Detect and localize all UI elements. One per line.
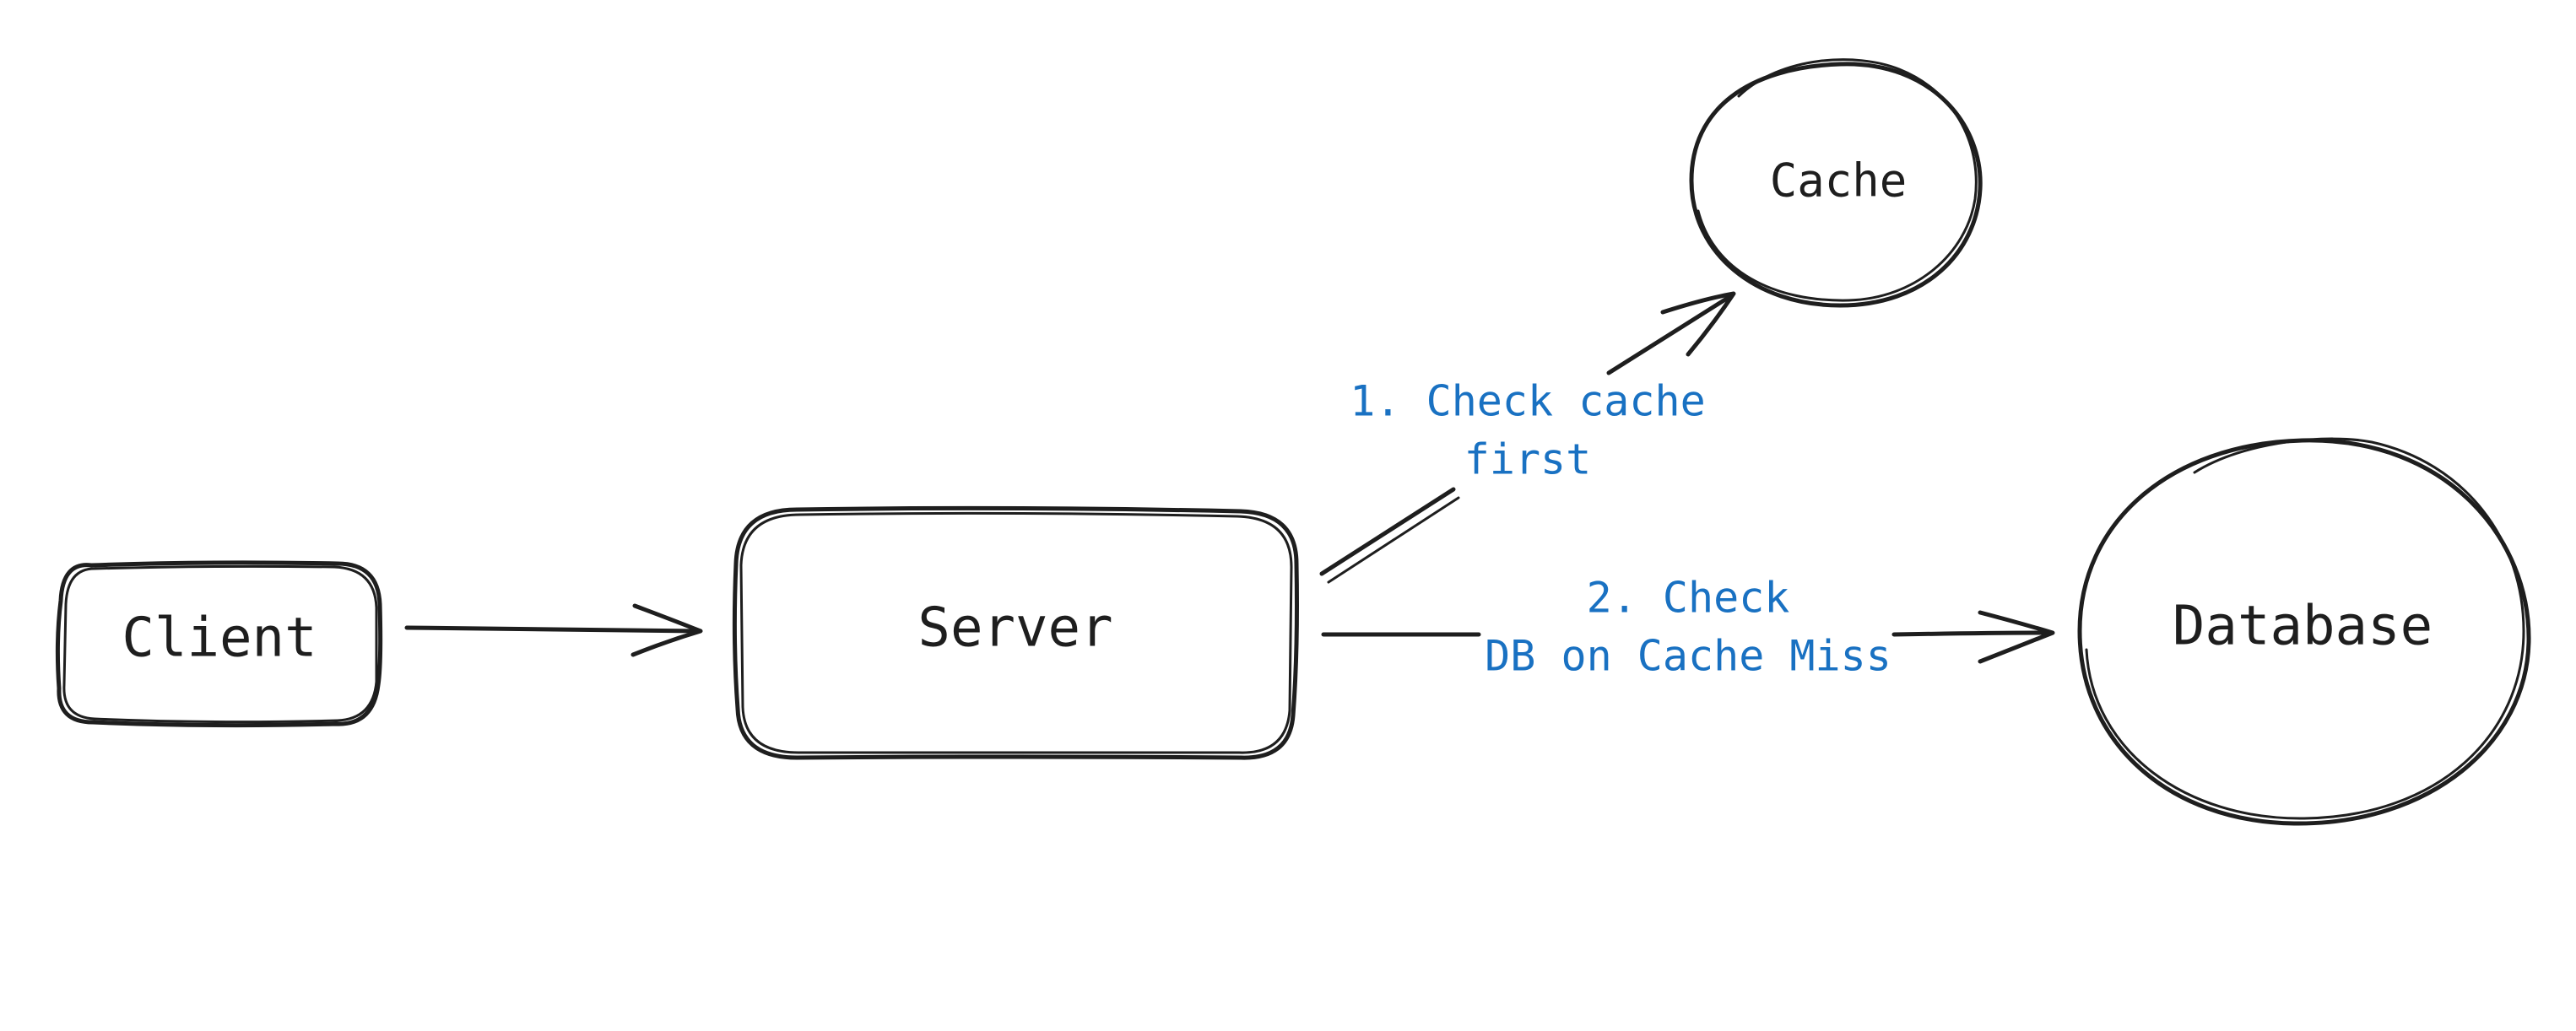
database-node[interactable]: Database	[2077, 437, 2531, 826]
client-box	[55, 560, 383, 728]
edge-server-database-label-line1: 2. Check	[1587, 574, 1790, 623]
edge-server-cache-arrowhead	[1660, 291, 1736, 357]
cache-ellipse	[1689, 62, 1983, 308]
database-label: Database	[2173, 596, 2433, 658]
server-label: Server	[917, 597, 1112, 660]
edge-server-cache[interactable]: 1. Check cache first	[1319, 291, 1736, 584]
edge-server-database-label-line2: DB on Cache Miss	[1485, 632, 1891, 681]
cache-ellipse-sketch	[1697, 58, 1978, 302]
edge-server-database-line-right	[1891, 630, 2054, 637]
cache-node[interactable]: Cache	[1689, 58, 1983, 308]
client-box-sketch	[62, 564, 378, 724]
database-ellipse-sketch	[2085, 437, 2525, 820]
edge-client-server[interactable]	[404, 603, 703, 657]
server-box-sketch	[739, 511, 1293, 754]
edge-server-cache-label-line1: 1. Check cache	[1350, 377, 1705, 426]
edge-server-database[interactable]: 2. Check DB on Cache Miss	[1321, 574, 2055, 681]
client-label: Client	[122, 607, 317, 670]
edge-server-cache-line-lower	[1319, 487, 1456, 576]
edge-client-server-line	[404, 625, 701, 634]
client-node[interactable]: Client	[55, 560, 383, 728]
cache-label: Cache	[1770, 154, 1908, 208]
server-node[interactable]: Server	[732, 505, 1299, 760]
edge-server-cache-label-line2: first	[1464, 435, 1592, 484]
edge-server-cache-line-lower-sketch	[1327, 496, 1460, 584]
server-box	[732, 505, 1299, 760]
edge-server-cache-line-upper	[1606, 293, 1734, 375]
edge-client-server-arrowhead	[630, 603, 703, 657]
edge-server-database-arrowhead	[1978, 610, 2055, 664]
